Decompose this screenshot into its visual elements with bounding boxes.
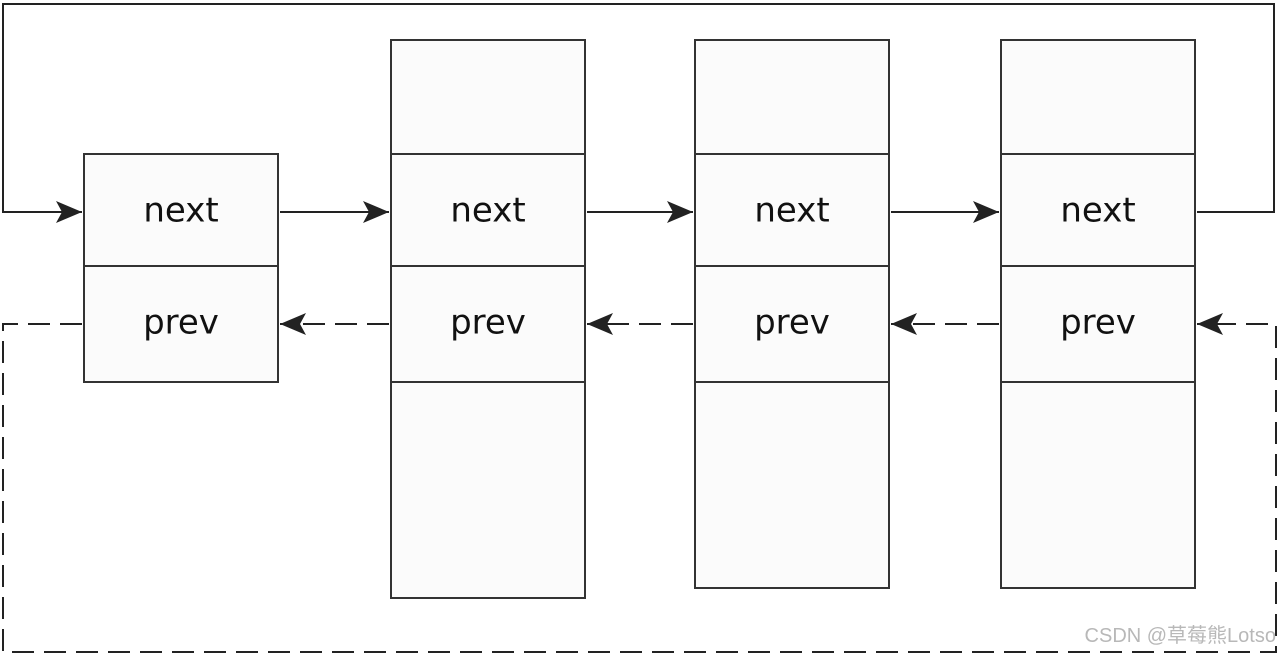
list-node-2: next prev <box>390 39 586 599</box>
list-node-3: next prev <box>694 39 890 589</box>
node-3-box <box>694 39 890 589</box>
watermark-text: CSDN @草莓熊Lotso <box>1085 624 1276 647</box>
node-4-prev-label: prev <box>1060 303 1136 343</box>
node-2-prev-label: prev <box>450 303 526 343</box>
prev-arrow-1-wrap-to-4 <box>2 313 1277 653</box>
node-4-box <box>1000 39 1196 589</box>
node-3-next-label: next <box>754 191 829 231</box>
node-2-next-label: next <box>450 191 525 231</box>
node-2-box <box>390 39 586 599</box>
node-4-next-label: next <box>1060 191 1135 231</box>
node-3-prev-label: prev <box>754 303 830 343</box>
list-node-4: next prev <box>1000 39 1196 589</box>
node-1-next-label: next <box>143 191 218 231</box>
node-1-box <box>83 153 279 383</box>
next-arrow-4-wrap-to-1 <box>2 3 1275 223</box>
list-node-1: next prev <box>83 153 279 383</box>
node-1-prev-label: prev <box>143 303 219 343</box>
